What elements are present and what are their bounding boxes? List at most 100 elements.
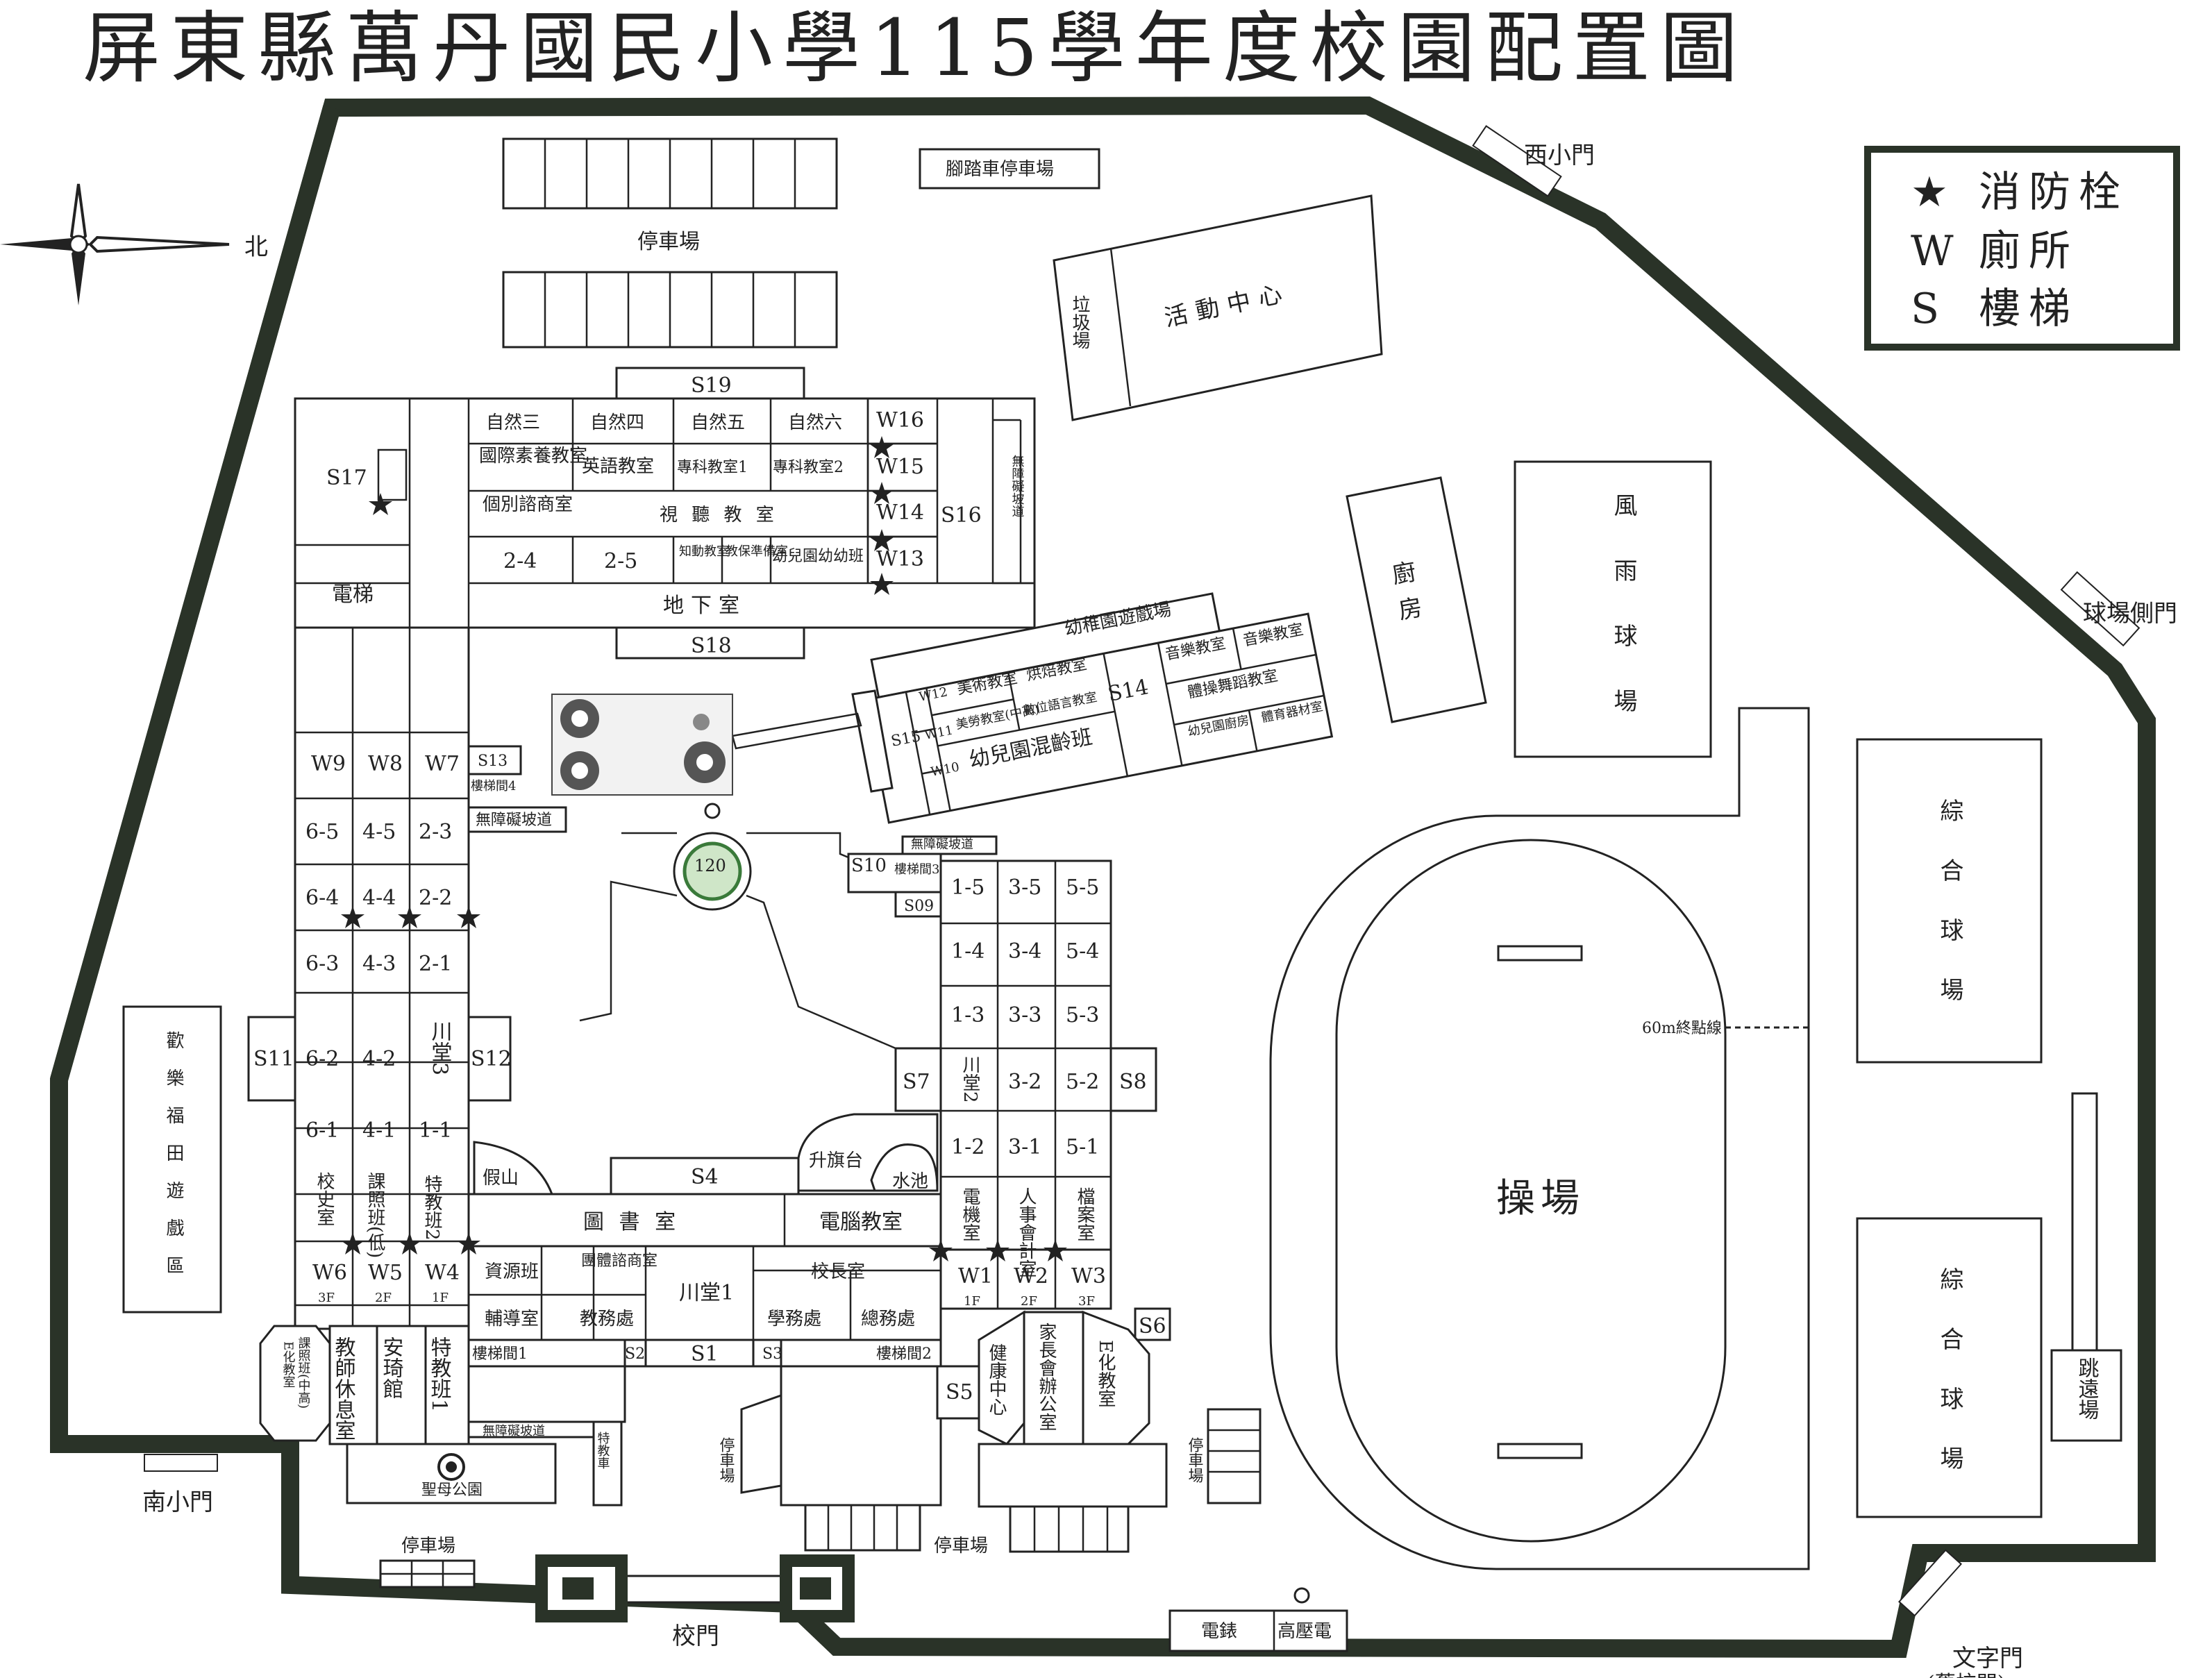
room-parents: 家長會辦公室 <box>1036 1323 1057 1431</box>
stair-s6: S6 <box>1139 1314 1166 1339</box>
garbage-label: 垃圾場 <box>1069 295 1090 349</box>
room-kinder-young: 幼兒園幼幼班 <box>772 548 864 565</box>
class-6-2: 6-2 <box>305 1047 339 1071</box>
flag-stage-label: 升旗台 <box>809 1150 863 1171</box>
stair-s8: S8 <box>1119 1070 1147 1094</box>
class-1-4: 1-4 <box>951 939 984 964</box>
fire-hydrant-icon <box>369 493 392 515</box>
court-2-label: 綜合球場 <box>1936 1267 1963 1506</box>
room-electric: 電機室 <box>960 1187 980 1241</box>
legend-toilet-label: 廁所 <box>1979 227 2079 276</box>
toilet-w7: W7 <box>425 752 460 776</box>
room-2-5: 2-5 <box>604 549 637 573</box>
room-library: 圖 書 室 <box>583 1210 680 1234</box>
court-1-label: 綜合球場 <box>1936 798 1963 1037</box>
class-3-1: 3-1 <box>1008 1135 1041 1159</box>
stair-hall-4: 樓梯間4 <box>471 779 516 794</box>
long-jump-runway <box>2071 1092 2098 1352</box>
stair-s16: S16 <box>941 503 982 528</box>
toilet-w5: W5 <box>368 1261 403 1285</box>
fire-hydrant-icon <box>870 529 894 551</box>
room-guidance: 輔導室 <box>485 1309 539 1329</box>
class-5-5: 5-5 <box>1066 875 1099 900</box>
high-voltage-pole-icon <box>1293 1587 1310 1604</box>
kinder-s15-block <box>851 689 894 793</box>
room-sci2: 專科教室2 <box>773 459 844 476</box>
gate-wenzi: 文字門 <box>1952 1645 2023 1672</box>
toilet-w3: W3 <box>1071 1264 1106 1289</box>
gate-old-main: (舊校門) <box>1927 1672 2005 1678</box>
floor-2f-w2: 2F <box>1021 1294 1037 1309</box>
class-5-2: 5-2 <box>1066 1070 1099 1094</box>
sports-field-label: 操場 <box>1496 1176 1585 1221</box>
electric-room <box>1168 1609 1348 1652</box>
class-2-2: 2-2 <box>419 886 452 910</box>
southeast-block <box>978 1307 1262 1553</box>
class-4-1: 4-1 <box>362 1118 396 1143</box>
fire-hydrant-icon <box>1044 1239 1067 1261</box>
legend-fire-hydrant-label: 消防栓 <box>1979 168 2129 217</box>
electric-meter-label: 電錶 <box>1201 1621 1237 1642</box>
map-title: 屏東縣萬丹國民小學115學年度校園配置圖 <box>83 3 1748 94</box>
gate-west-small: 西小門 <box>1524 142 1595 169</box>
room-special-ed-2: 特教班2 <box>421 1175 442 1241</box>
stair-hall-1: 樓梯間1 <box>472 1345 528 1363</box>
toilet-w6: W6 <box>312 1261 347 1285</box>
room-after-class-mid: 課照班(中高) <box>296 1336 311 1409</box>
class-4-4: 4-4 <box>362 886 396 910</box>
room-after-class-low: 課照班(低) <box>365 1172 385 1258</box>
elevator-label: 電梯 <box>332 582 374 607</box>
class-3-2: 3-2 <box>1008 1070 1041 1094</box>
class-2-1: 2-1 <box>419 952 452 976</box>
toilet-w2: W2 <box>1014 1264 1048 1289</box>
toilet-w13: W13 <box>876 547 924 571</box>
room-nature4: 自然四 <box>590 412 644 433</box>
fire-hydrant-icon <box>986 1239 1009 1261</box>
fire-hydrant-icon <box>929 1239 953 1261</box>
class-1-5: 1-5 <box>951 875 984 900</box>
stair-s10: S10 <box>851 855 887 876</box>
class-1-3: 1-3 <box>951 1003 984 1027</box>
stair-s3: S3 <box>762 1345 782 1363</box>
room-academic: 教務處 <box>580 1309 634 1329</box>
room-intl: 國際素養教室 <box>479 446 587 467</box>
room-2-4: 2-4 <box>503 549 537 573</box>
gate-court-side: 球場側門 <box>2083 600 2177 628</box>
fire-hydrant-icon <box>870 436 894 458</box>
special-ed-car-label: 特教車 <box>596 1432 610 1469</box>
stair-s17: S17 <box>326 466 367 490</box>
ramp-west-label: 無障礙坡道 <box>476 812 552 829</box>
parking-top <box>502 137 838 349</box>
room-general-affairs: 總務處 <box>861 1309 915 1329</box>
parking-bottom-left-label: 停車場 <box>401 1536 455 1557</box>
bike-parking-label: 腳踏車停車場 <box>946 159 1054 180</box>
activity-center <box>1053 194 1383 421</box>
east-wing <box>847 835 1157 1310</box>
stair-s4-block <box>610 1157 800 1195</box>
compass-icon <box>0 183 230 305</box>
room-e-class-left: E化教室 <box>281 1341 296 1388</box>
legend-stair-label: 樓梯 <box>1979 285 2079 333</box>
floor-1f-w4: 1F <box>432 1291 449 1305</box>
class-6-5: 6-5 <box>305 820 339 844</box>
fun-area <box>122 1005 222 1314</box>
room-health: 健康中心 <box>986 1343 1007 1416</box>
pond-label: 水池 <box>892 1171 928 1192</box>
west-wing <box>247 626 567 1330</box>
hall-3: 川堂3 <box>428 1021 453 1075</box>
fire-hydrant-icon <box>870 573 894 595</box>
compass-north-label: 北 <box>244 233 268 261</box>
fire-hydrant-icon <box>341 1232 365 1255</box>
stair-s09: S09 <box>904 898 934 915</box>
room-knowledge: 知動教室 <box>679 544 729 559</box>
fire-hydrant-icon <box>398 906 421 928</box>
class-6-4: 6-4 <box>305 886 339 910</box>
campus-wall <box>50 96 2156 1659</box>
class-1-2: 1-2 <box>951 1135 984 1159</box>
toilet-w9: W9 <box>311 752 346 776</box>
room-computer: 電腦教室 <box>819 1210 903 1234</box>
toilet-w16: W16 <box>876 408 924 433</box>
class-4-3: 4-3 <box>362 952 396 976</box>
north-building <box>294 367 1036 660</box>
